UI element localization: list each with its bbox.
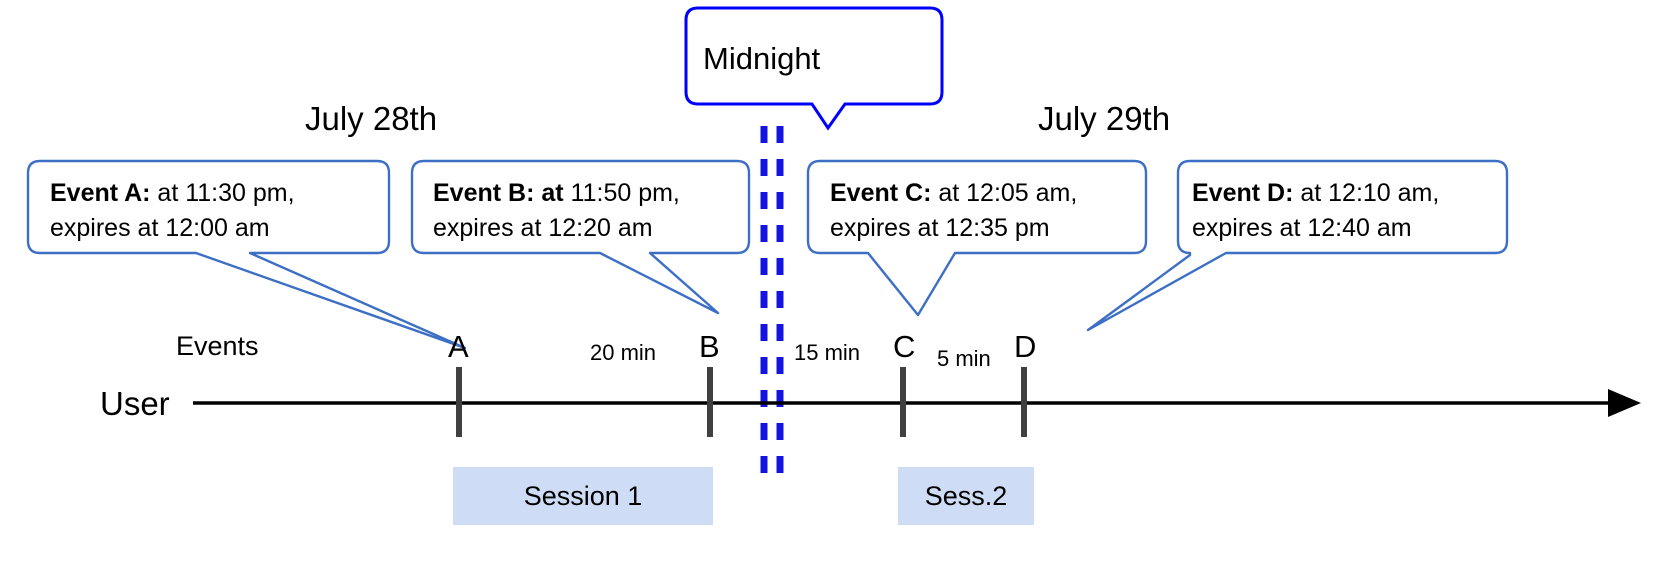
midnight-label: Midnight [703,41,821,76]
midnight-divider-line [760,126,784,480]
event-c-callout-text: Event C: at 12:05 am, expires at 12:35 p… [830,176,1077,245]
date-label-july-28: July 28th [305,100,438,137]
event-b-line2: expires at 12:20 am [433,213,653,242]
event-a-callout-text: Event A: at 11:30 pm, expires at 12:00 a… [50,176,295,245]
session-box-2: Sess.2 [898,467,1034,525]
event-ticks [456,367,1027,437]
event-a-line2: expires at 12:00 am [50,213,270,242]
event-d-callout-text: Event D: at 12:10 am, expires at 12:40 a… [1192,176,1439,245]
event-letter-c: C [893,329,916,364]
event-c-line1-rest: at 12:05 am, [931,179,1078,207]
event-d-callout-shape [1086,159,1509,332]
event-d-bold-prefix: Event D: [1192,179,1294,207]
event-a-bold-prefix: Event A: [50,179,151,207]
event-c-callout-shape [806,159,1148,317]
event-b-bold-prefix: Event B: at [433,179,564,207]
event-b-callout-shape [410,159,751,315]
event-a-callout-shape [26,159,467,350]
event-c-line2: expires at 12:35 pm [830,213,1050,242]
session-box-1: Session 1 [453,467,713,525]
session-2-label: Sess.2 [924,480,1008,511]
date-label-july-29: July 29th [1038,100,1171,137]
axis-arrowhead [1608,389,1641,417]
gap-label-a-to-b: 20 min [590,340,657,365]
timeline-axis [193,389,1641,417]
gap-label-b-to-c: 15 min [794,340,861,365]
event-c-bold-prefix: Event C: [830,179,932,207]
event-b-callout-text: Event B: at 11:50 pm, expires at 12:20 a… [433,176,680,245]
events-row-label: Events [176,331,259,361]
event-letter-a: A [448,329,469,364]
event-a-line1-rest: at 11:30 pm, [150,179,295,207]
event-letter-d: D [1014,329,1037,364]
session-1-label: Session 1 [523,480,643,511]
user-row-label: User [100,385,170,422]
event-letter-b: B [699,329,720,364]
gap-label-c-to-d: 5 min [937,346,991,371]
event-d-line1-rest: at 12:10 am, [1293,179,1440,207]
event-b-line1-rest: 11:50 pm, [563,179,680,207]
midnight-callout-shape [684,6,944,131]
event-d-line2: expires at 12:40 am [1192,213,1412,242]
